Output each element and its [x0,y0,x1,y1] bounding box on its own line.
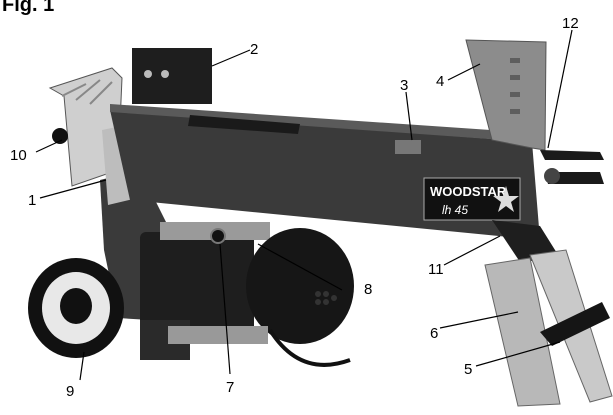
figure-title: Fig. 1 [2,0,55,16]
callout-7: 7 [226,379,234,396]
rear-knob [52,128,68,144]
model-name: lh 45 [442,203,468,217]
callout-3: 3 [400,77,408,94]
callout-2: 2 [250,41,258,58]
wedge-column-holes [510,58,520,114]
end-plate-ribs [61,79,113,105]
callout-10: 10 [10,147,27,164]
support-leg-left [484,257,561,407]
motor-endcap [246,228,354,344]
logo-star [493,186,519,212]
motor-vent [315,291,337,305]
callout-9: 9 [66,383,74,400]
callout-12: 12 [562,15,579,32]
callout-11: 11 [428,261,444,278]
beam-top-face [110,104,532,142]
callout-5: 5 [464,361,472,378]
end-handles [540,150,604,184]
callout-8: 8 [364,281,372,298]
base-rail [168,326,268,344]
push-plate-clamp [395,140,421,154]
power-cord [268,328,351,367]
wedge-column [465,39,547,151]
cylinder-housing [132,48,212,104]
beam-slot [188,115,300,134]
callout-4: 4 [436,73,444,90]
wheel-hub [60,288,92,324]
callout-6: 6 [430,325,438,342]
bleed-screw [210,228,226,244]
brand-name: WOODSTAR [430,184,507,199]
callout-leaders [35,29,573,381]
leg-lock-knob [540,302,610,346]
front-leg-support [492,220,560,262]
callout-1: 1 [28,192,36,209]
